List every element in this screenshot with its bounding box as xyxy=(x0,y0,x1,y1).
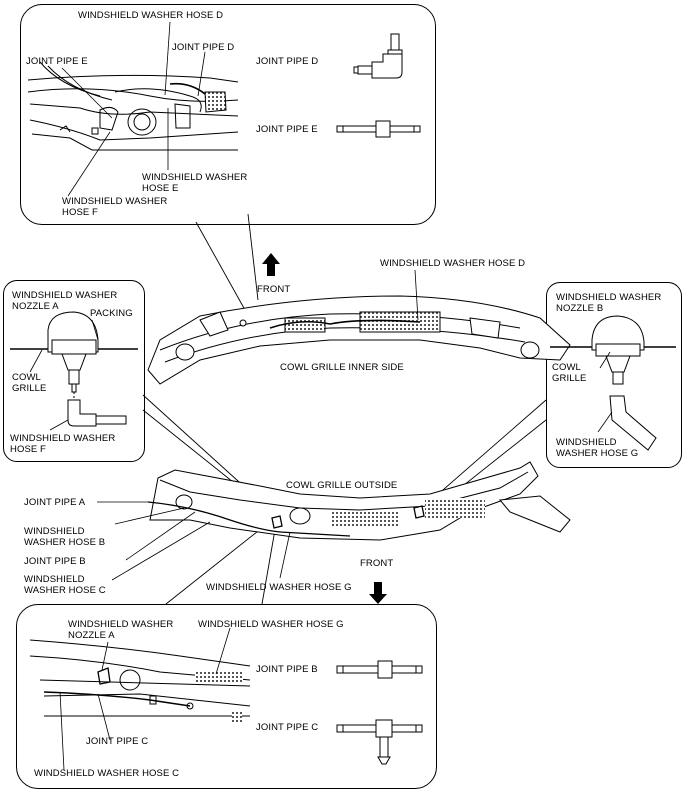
legend-joint-pipe-d-label: JOINT PIPE D xyxy=(256,56,319,67)
left-nozzle-a-label: WINDSHIELD WASHER NOZZLE A xyxy=(12,290,118,312)
left-cowl-grille-label: COWL GRILLE xyxy=(12,372,47,394)
hose-d-leader xyxy=(414,269,419,321)
joint-pipe-a-label: JOINT PIPE A xyxy=(24,497,86,508)
bottom-hose-c-label: WINDSHIELD WASHER HOSE C xyxy=(34,768,180,779)
top-panel-leaders xyxy=(61,21,206,197)
legend-joint-pipe-e-label: JOINT PIPE E xyxy=(256,124,318,135)
bottom-detail-panel xyxy=(16,604,437,789)
right-nozzle-b-label: WINDSHIELD WASHER NOZZLE B xyxy=(556,292,662,314)
bottom-hose-g-label: WINDSHIELD WASHER HOSE G xyxy=(198,619,344,630)
front-arrow-up-icon xyxy=(262,253,280,276)
packing-label: PACKING xyxy=(90,308,133,319)
hose-c-label: WINDSHIELD WASHER HOSE C xyxy=(24,574,106,596)
top-hose-f-label: WINDSHIELD WASHER HOSE F xyxy=(62,196,168,218)
top-panel-cowl-drawing xyxy=(27,61,239,151)
callout-leaders xyxy=(142,213,547,605)
top-hose-e-label: WINDSHIELD WASHER HOSE E xyxy=(142,172,248,194)
right-cowl-grille-label: COWL GRILLE xyxy=(552,362,587,384)
cowl-grille-inner-side xyxy=(147,295,571,385)
top-hose-d-label: WINDSHIELD WASHER HOSE D xyxy=(78,10,224,21)
top-joint-pipe-e-label: JOINT PIPE E xyxy=(26,56,88,67)
legend-joint-pipe-c-label: JOINT PIPE C xyxy=(256,722,319,733)
left-hose-f-label: WINDSHIELD WASHER HOSE F xyxy=(10,433,116,455)
joint-pipe-b-icon xyxy=(336,660,423,679)
top-joint-pipe-d-label: JOINT PIPE D xyxy=(172,42,235,53)
bottom-joint-pipe-c-label: JOINT PIPE C xyxy=(86,736,149,747)
bottom-panel-leaders xyxy=(59,627,231,771)
outside-leaders xyxy=(97,501,291,581)
front-arrow-down-icon xyxy=(369,582,387,604)
right-hose-g-label: WINDSHIELD WASHER HOSE G xyxy=(556,437,639,459)
cowl-outside-label: COWL GRILLE OUTSIDE xyxy=(286,480,398,491)
front-top-label: FRONT xyxy=(257,284,291,295)
top-detail-panel xyxy=(20,4,436,225)
center-hose-d-label: WINDSHIELD WASHER HOSE D xyxy=(380,258,526,269)
joint-pipe-b-label: JOINT PIPE B xyxy=(24,556,86,567)
joint-pipe-d-icon xyxy=(353,33,403,79)
bottom-nozzle-a-label: WINDSHIELD WASHER NOZZLE A xyxy=(68,619,174,641)
hose-b-label: WINDSHIELD WASHER HOSE B xyxy=(24,526,106,548)
cowl-inner-side-label: COWL GRILLE INNER SIDE xyxy=(280,362,404,373)
bottom-panel-cowl-drawing xyxy=(29,639,251,722)
cowl-grille-outside xyxy=(147,461,571,541)
front-bottom-label: FRONT xyxy=(360,558,394,569)
left-panel-nozzle-drawing xyxy=(10,311,138,431)
right-panel-nozzle-drawing xyxy=(550,315,676,451)
joint-pipe-c-icon xyxy=(336,719,423,765)
joint-pipe-e-icon xyxy=(336,120,421,138)
legend-joint-pipe-b-label: JOINT PIPE B xyxy=(256,664,318,675)
center-hose-g-label: WINDSHIELD WASHER HOSE G xyxy=(206,582,352,593)
